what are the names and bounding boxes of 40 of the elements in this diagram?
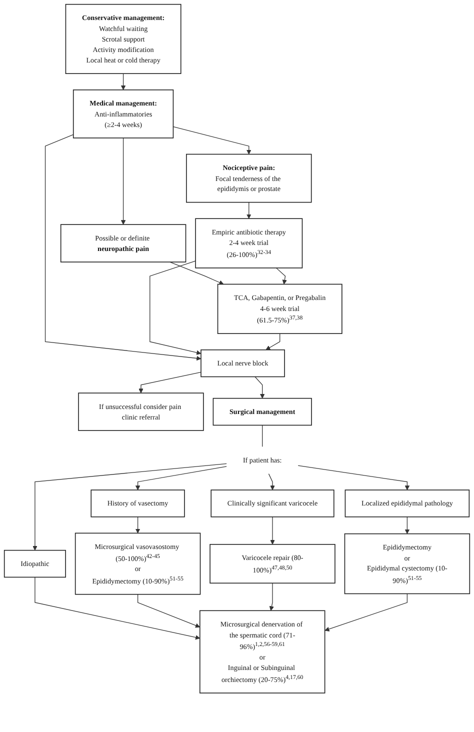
- arrow: [120, 73, 126, 90]
- arrow: [404, 516, 410, 534]
- arrow: [269, 582, 274, 611]
- node-box: [210, 490, 334, 518]
- node-box: [186, 154, 312, 203]
- arrow: [268, 473, 275, 490]
- node-box: [200, 349, 285, 378]
- node-box: [72, 89, 174, 138]
- arrow: [120, 138, 126, 225]
- node-box: [90, 490, 185, 518]
- node-box: [195, 218, 303, 268]
- node-box: [60, 224, 186, 262]
- node-box: [74, 532, 201, 595]
- node-box: [212, 398, 312, 426]
- arrow: [135, 516, 140, 534]
- arrow: [32, 463, 227, 551]
- node-box: [65, 4, 182, 74]
- arrow: [298, 465, 410, 490]
- node-box: [4, 550, 66, 578]
- node-box: [344, 490, 470, 518]
- arrow: [137, 594, 200, 628]
- arrow: [246, 202, 252, 219]
- arrow: [34, 576, 200, 640]
- arrow: [150, 260, 202, 355]
- connector: [262, 424, 263, 448]
- arrow: [135, 466, 227, 490]
- arrow: [172, 126, 252, 154]
- arrow: [254, 376, 265, 399]
- arrow: [44, 134, 202, 361]
- arrow: [138, 372, 202, 394]
- arrow: [170, 262, 224, 285]
- node-box: [78, 392, 204, 431]
- arrow: [276, 268, 287, 284]
- node-box: [199, 610, 326, 694]
- arrow: [266, 333, 280, 350]
- node-box: [217, 284, 342, 334]
- node-box: [210, 544, 336, 584]
- node-box: [344, 533, 470, 594]
- arrow: [324, 593, 408, 632]
- arrow: [270, 516, 275, 545]
